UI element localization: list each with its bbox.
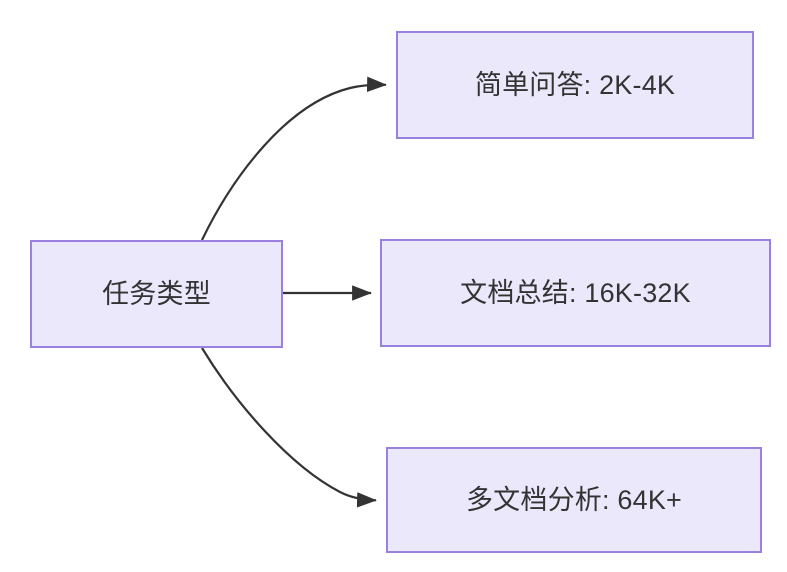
edge-root-to-simple — [201, 76, 387, 241]
node-simple-qa-label: 简单问答: 2K-4K — [474, 69, 676, 100]
node-simple-qa[interactable]: 简单问答: 2K-4K — [396, 31, 754, 139]
node-task-type[interactable]: 任务类型 — [30, 240, 283, 348]
edge-root-to-multi — [201, 347, 377, 508]
node-multi-document-analysis[interactable]: 多文档分析: 64K+ — [386, 447, 762, 553]
node-multi-document-analysis-label: 多文档分析: 64K+ — [465, 484, 682, 515]
node-task-type-label: 任务类型 — [102, 278, 211, 309]
node-document-summary-label: 文档总结: 16K-32K — [460, 277, 691, 308]
node-document-summary[interactable]: 文档总结: 16K-32K — [380, 239, 771, 347]
